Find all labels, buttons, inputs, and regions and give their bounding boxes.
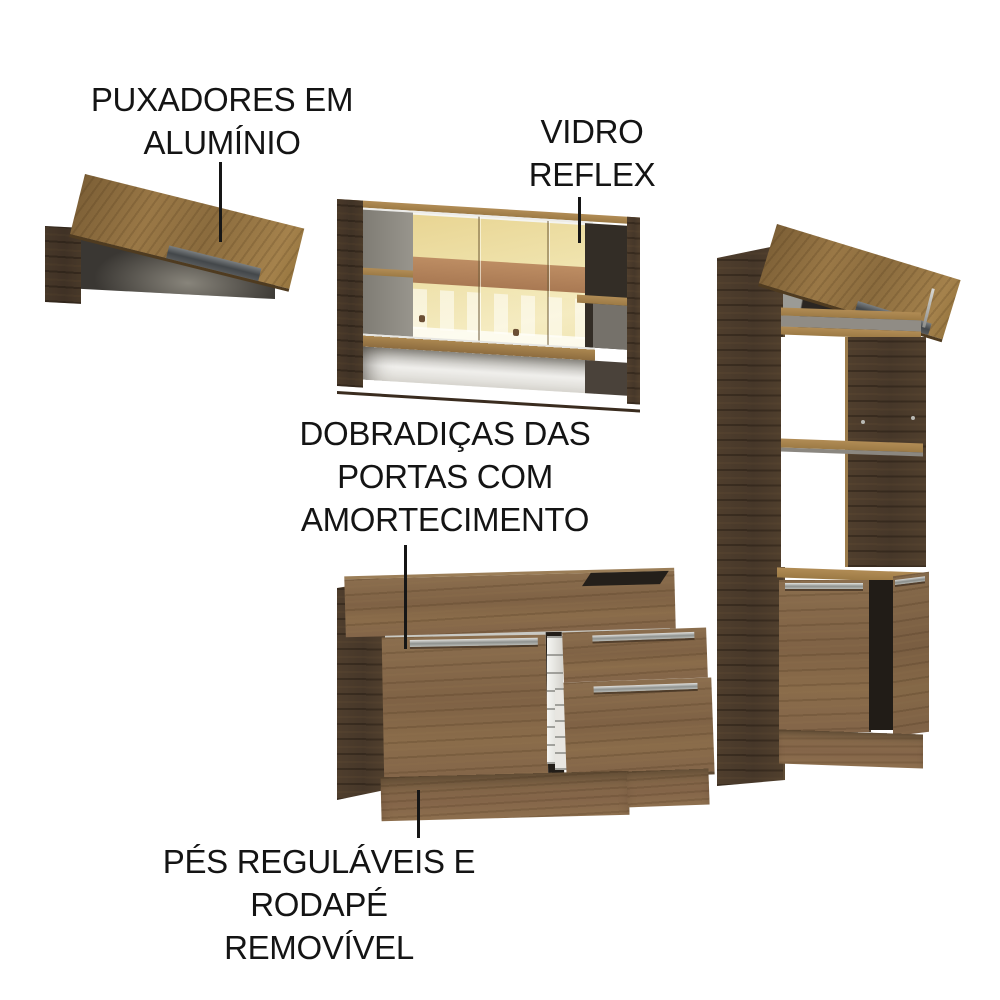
glass-door-knob: [512, 328, 519, 337]
base-cabinet: [335, 567, 715, 822]
tall-cabinet: [715, 224, 963, 792]
aluminum-handle: [785, 583, 863, 589]
label-glass-line1: VIDRO: [540, 113, 644, 150]
glass-cabinet-right-side: [627, 216, 640, 405]
label-hinges-line1: DOBRADIÇAS DAS: [299, 415, 591, 452]
glass-cabinet-left-side: [337, 199, 363, 388]
leader-line-hinges: [404, 545, 407, 649]
aluminum-handle: [593, 682, 698, 693]
tall-cabinet-plinth: [779, 729, 923, 769]
glass-cabinet-right-shelves: [577, 223, 627, 350]
drawer-top: [562, 627, 708, 683]
glass-door-knob: [419, 315, 425, 323]
shelf-pin: [911, 416, 915, 420]
leader-line-handles: [219, 162, 222, 242]
tall-cabinet-door-right-ajar: [893, 571, 929, 737]
shelf-back: [593, 303, 627, 350]
label-handles: PUXADORES EM ALUMÍNIO: [57, 78, 387, 164]
label-feet-line2: RODAPÉ REMOVÍVEL: [224, 886, 414, 966]
tall-cabinet-door-left: [779, 580, 871, 732]
leader-line-feet: [417, 790, 420, 838]
base-cabinet-door: [381, 634, 549, 787]
label-feet: PÉS REGULÁVEIS E RODAPÉ REMOVÍVEL: [154, 840, 484, 969]
shelf: [363, 267, 413, 278]
sliding-glass-seam: [547, 220, 550, 345]
base-cabinet-open-top: [582, 570, 669, 587]
base-cabinet-top-band: [344, 567, 676, 638]
leader-line-glass: [578, 197, 581, 243]
label-feet-line1: PÉS REGULÁVEIS E: [162, 843, 476, 880]
wall-cabinet: [45, 168, 315, 308]
glass-cabinet-left-shelves: [363, 209, 413, 337]
aluminum-handle: [895, 576, 925, 585]
sliding-glass-seam: [478, 216, 481, 341]
glass-cabinet: [337, 199, 640, 413]
aluminum-handle: [409, 637, 538, 647]
label-hinges: DOBRADIÇAS DAS PORTAS COM AMORTECIMENTO: [285, 412, 605, 541]
reflex-glass-doors: [413, 212, 585, 348]
shelf: [577, 294, 627, 306]
drawer-bottom-open: [563, 677, 715, 780]
label-hinges-line3: AMORTECIMENTO: [300, 501, 590, 538]
shelf-pin: [861, 420, 865, 424]
label-handles-line2: ALUMÍNIO: [143, 124, 301, 161]
glass-reflection-band: [413, 256, 585, 294]
label-handles-line1: PUXADORES EM: [90, 81, 354, 118]
aluminum-handle: [592, 631, 695, 642]
label-glass-line2: REFLEX: [528, 156, 656, 193]
glass-cabinet-open-shelf-right: [585, 360, 627, 396]
base-cabinet-plinth-right: [626, 768, 710, 808]
tall-cabinet-side-panel: [717, 244, 785, 786]
label-glass: VIDRO REFLEX: [482, 110, 702, 196]
label-hinges-line2: PORTAS COM: [337, 458, 553, 495]
tall-cabinet-door-gap: [869, 580, 893, 730]
